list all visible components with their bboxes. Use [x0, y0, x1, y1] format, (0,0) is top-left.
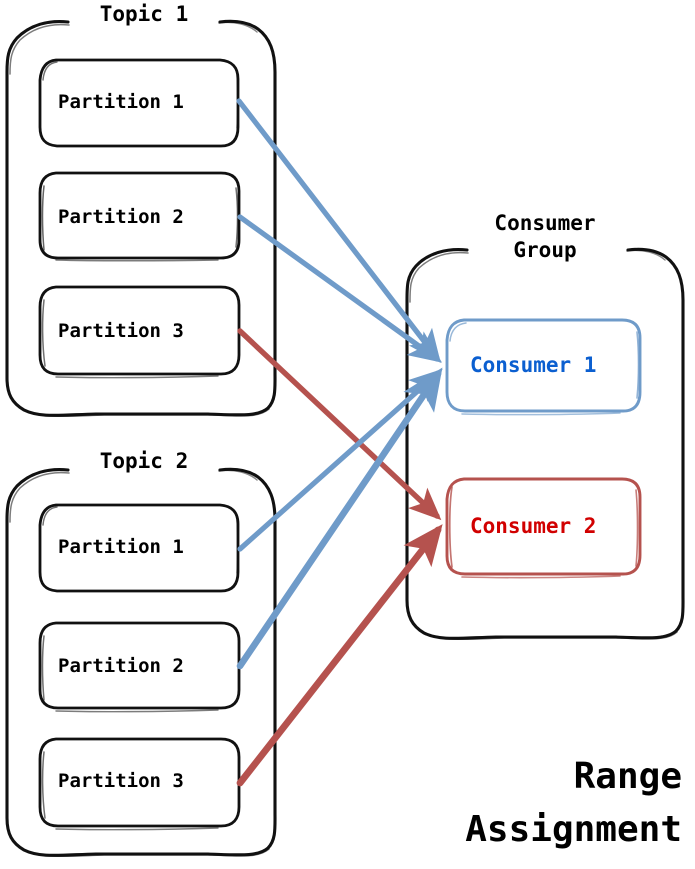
- caption-line-2: Assignment: [465, 809, 682, 850]
- topic-2-title: Topic 2: [99, 449, 189, 473]
- topic-2-partitions: [38, 503, 241, 831]
- consumer-group-title-line1: Consumer: [494, 211, 596, 235]
- topic-1-container: [5, 19, 277, 418]
- consumer-group-title-line2: Group: [513, 238, 577, 262]
- partition-box-t1-p1: [38, 58, 240, 148]
- partition-label-t2-p1[interactable]: Partition 1: [58, 536, 184, 558]
- topic-2-container: [5, 467, 277, 858]
- partition-label-t1-p3[interactable]: Partition 3: [58, 320, 184, 342]
- arrow-t1-p2-to-consumer-1: [237, 214, 443, 363]
- consumer-group-title: Consumer Group: [470, 213, 620, 261]
- partition-label-t2-p3[interactable]: Partition 3: [58, 770, 184, 792]
- arrow-t1-p3-to-consumer-2: [237, 328, 442, 521]
- caption-line-1: Range: [573, 756, 682, 797]
- consumer-2-box[interactable]: [445, 477, 642, 579]
- partition-box-t2-p3: [38, 737, 241, 828]
- partition-box-t1-p3: [38, 285, 241, 376]
- topic-1-title: Topic 1: [99, 2, 189, 26]
- consumer-group-container: [405, 247, 685, 641]
- partition-label-t1-p1[interactable]: Partition 1: [58, 91, 184, 113]
- partition-box-t1-p2: [38, 171, 241, 260]
- consumer-1-box[interactable]: [445, 318, 642, 416]
- topic-1-partitions: [38, 58, 241, 379]
- consumer-1-label[interactable]: Consumer 1: [470, 353, 597, 377]
- consumer-2-label[interactable]: Consumer 2: [470, 514, 597, 538]
- arrow-t2-p3-to-consumer-2: [236, 524, 443, 787]
- partition-box-t2-p2: [38, 621, 241, 710]
- arrow-t1-p1-to-consumer-1: [236, 98, 441, 363]
- arrow-t2-p2-to-consumer-1: [236, 367, 443, 670]
- partition-label-t1-p2[interactable]: Partition 2: [58, 206, 184, 228]
- partition-box-t2-p1: [38, 503, 240, 593]
- partition-label-t2-p2[interactable]: Partition 2: [58, 655, 184, 677]
